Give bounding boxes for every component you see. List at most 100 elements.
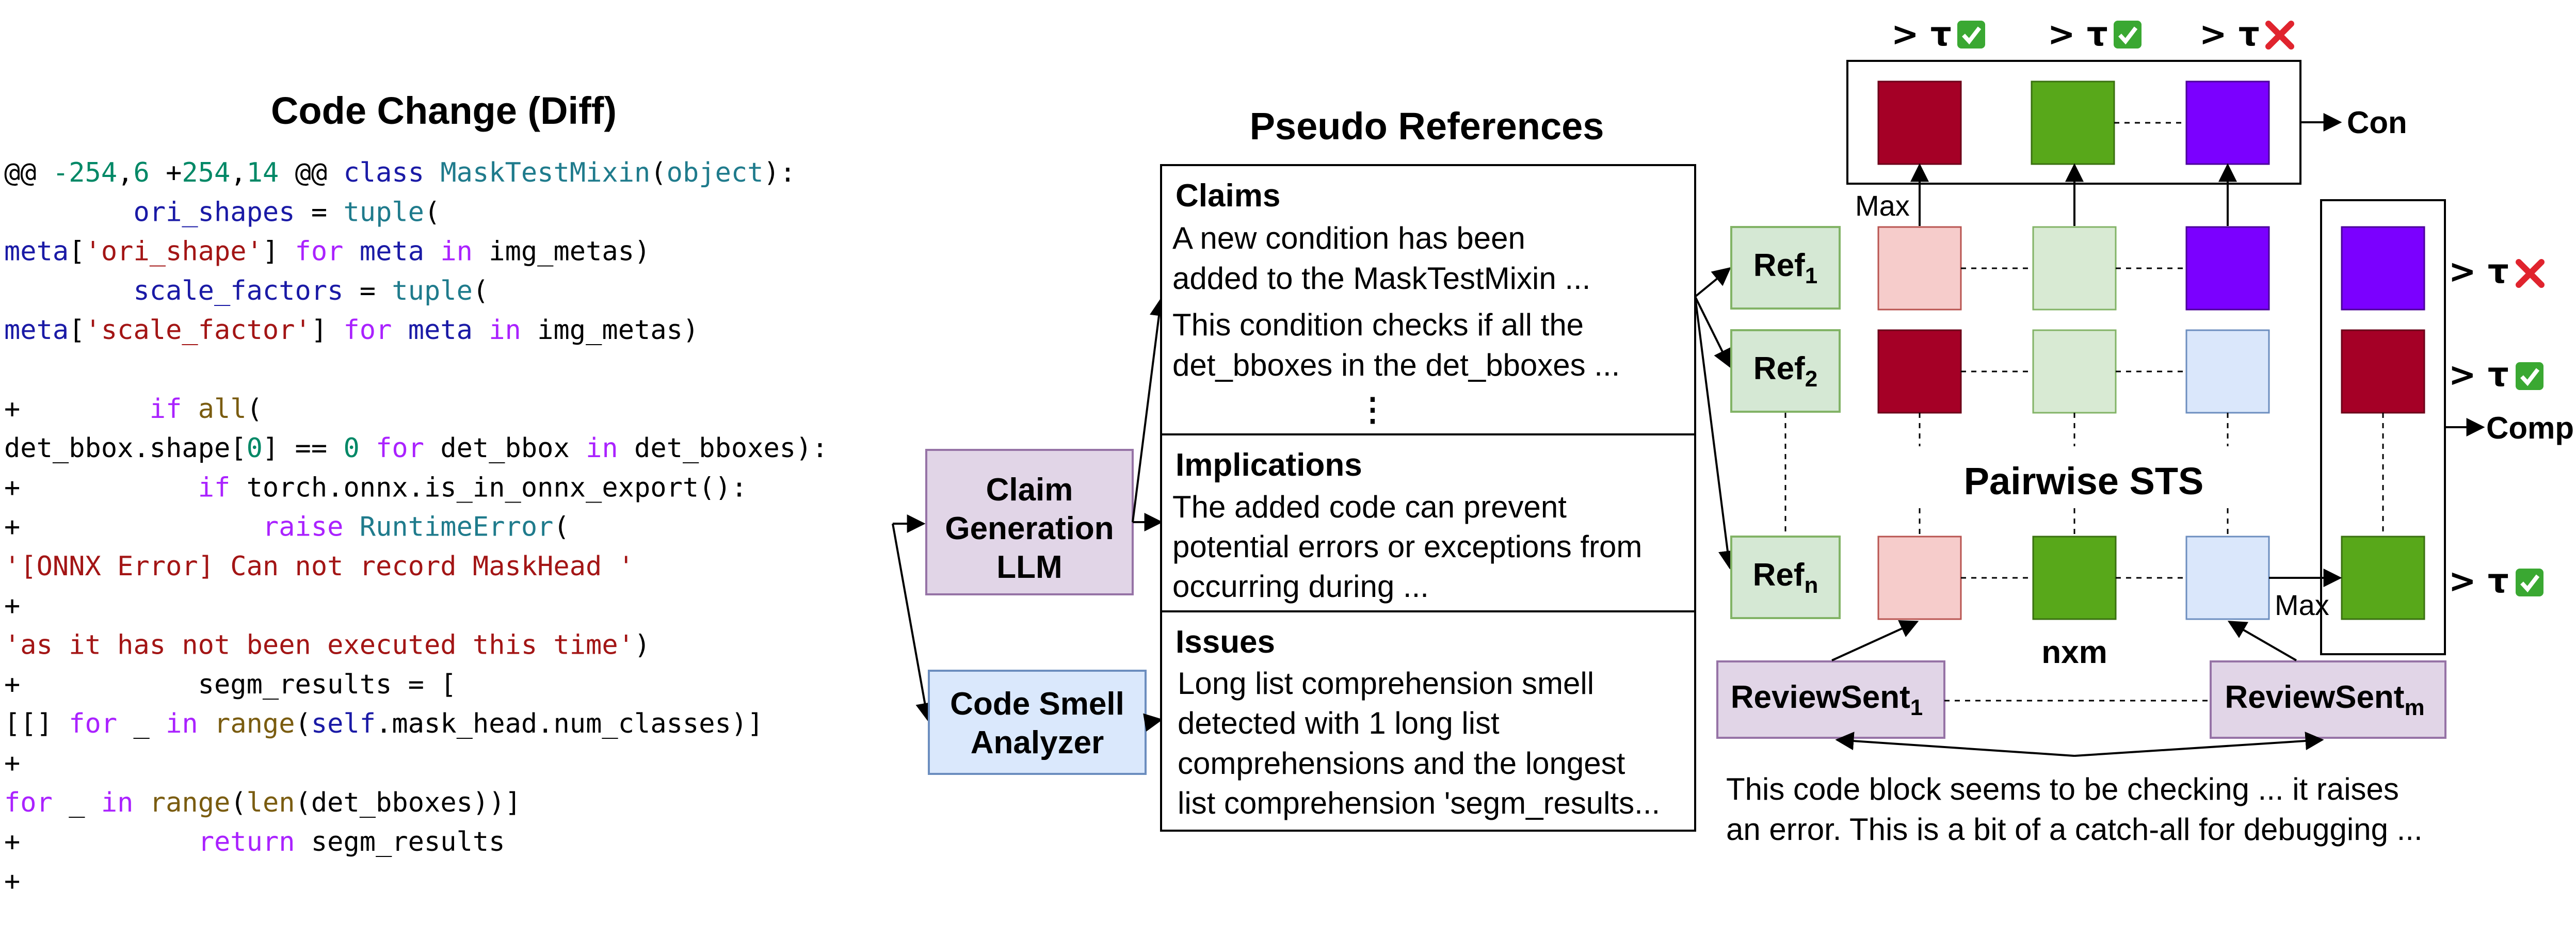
implications-line-3: occurring during ... [1172, 569, 1429, 604]
cross-icon [2265, 21, 2294, 50]
right-tau-2: > τ [2449, 356, 2543, 394]
code-line: det_bbox.shape[0] == 0 for det_bbox in d… [4, 433, 828, 464]
pseudo-references-box [1160, 164, 1696, 832]
claims-line-4: det_bboxes in the det_bboxes ... [1172, 348, 1620, 382]
max-top-label: Max [1855, 189, 1910, 222]
claim-llm-line-3: LLM [996, 549, 1062, 585]
check-icon [2516, 569, 2543, 596]
issues-line-4: list comprehension 'segm_results... [1178, 786, 1660, 820]
refs-to-ref1-arrow [1694, 267, 1731, 298]
code-line: + return segm_results [4, 827, 505, 857]
code-line: meta['ori_shape'] for meta in img_metas) [4, 236, 650, 267]
check-icon [1957, 21, 1985, 48]
pairwise-sts-title: Pairwise STS [1964, 460, 2204, 503]
code-line: for _ in range(len(det_bboxes))] [4, 787, 521, 818]
top-tau-3: > τ [2199, 15, 2294, 54]
code-line: + raise RuntimeError( [4, 512, 570, 543]
comp-label: Comp [2486, 411, 2574, 445]
code-line: + [4, 866, 20, 897]
top-cell-2 [2031, 80, 2115, 165]
llm-to-claims-arrow [1132, 297, 1168, 523]
claims-line-3: This condition checks if all the [1172, 307, 1584, 342]
code-line: + [4, 590, 20, 621]
text-to-review1-arrow [1835, 732, 2075, 757]
code-line: @@ -254,6 +254,14 @@ class MaskTestMixin… [4, 157, 796, 188]
analyzer-line-1: Code Smell [950, 686, 1124, 722]
right-tau-1-text: > τ [2449, 253, 2509, 291]
matrix-dashes [1919, 267, 2229, 579]
cross-icon [2516, 259, 2545, 288]
top-tau-1: > τ [1891, 15, 1985, 54]
matrix-cell-1-2 [2032, 226, 2117, 311]
claims-ellipsis: ⋮ [1357, 392, 1389, 428]
matrix-cell-1-3 [2185, 226, 2270, 311]
top-tau-2: > τ [2048, 15, 2142, 54]
code-line: + segm_results = [ [4, 669, 457, 700]
right-cell-3 [2341, 536, 2425, 620]
check-icon [2516, 362, 2543, 390]
code-diff-block: @@ -254,6 +254,14 @@ class MaskTestMixin… [4, 157, 828, 897]
matrix-cell-2-1 [1877, 329, 1962, 414]
issues-heading: Issues [1176, 624, 1275, 660]
code-line: '[ONNX Error] Can not record MaskHead ' [4, 551, 634, 582]
right-tau-2-text: > τ [2449, 356, 2509, 394]
top-tau-3-text: > τ [2199, 15, 2260, 54]
reviewm-to-matrix-arrow [2227, 621, 2297, 661]
top-tau-1-text: > τ [1891, 15, 1952, 54]
claim-llm-line-2: Generation [945, 511, 1114, 546]
ref-1-box [1730, 226, 1841, 310]
refs-to-ref2-arrow [1694, 296, 1731, 368]
matrix-cell-2-2 [2032, 329, 2117, 414]
claims-line-2: added to the MaskTestMixin ... [1172, 261, 1590, 296]
review-text-line-2: an error. This is a bit of a catch-all f… [1726, 812, 2423, 847]
pseudo-references-title: Pseudo References [1250, 105, 1604, 148]
matrix-dims-label: nxm [2041, 635, 2107, 670]
code-line: scale_factors = tuple( [4, 276, 489, 306]
claims-heading: Claims [1176, 178, 1280, 214]
max-right-label: Max [2275, 589, 2329, 621]
matrix-cell-1-1 [1877, 226, 1962, 311]
ref-n-label: Refn [1753, 557, 1818, 598]
top-cell-3 [2185, 80, 2270, 165]
refs-to-refn-arrow [1694, 296, 1737, 570]
text-to-reviewm-arrow [2074, 732, 2324, 757]
code-panel-title: Code Change (Diff) [271, 89, 617, 132]
claim-generation-llm-box [925, 449, 1134, 595]
check-icon [2114, 21, 2142, 48]
right-cell-1 [2341, 226, 2425, 311]
analyzer-line-2: Analyzer [971, 725, 1104, 760]
review1-to-matrix-arrow [1831, 620, 1919, 661]
review-sent-m-box [2210, 660, 2446, 739]
implications-line-1: The added code can prevent [1172, 490, 1567, 524]
ref-2-label: Ref2 [1753, 351, 1817, 392]
claim-llm-line-1: Claim [986, 472, 1073, 508]
code-line: [[] for _ in range(self.mask_head.num_cl… [4, 708, 763, 739]
issues-line-2: detected with 1 long list [1178, 706, 1500, 740]
review-text-line-1: This code block seems to be checking ...… [1726, 772, 2399, 806]
code-line: meta['scale_factor'] for meta in img_met… [4, 315, 699, 346]
matrix-cell-n-3 [2185, 536, 2270, 620]
issues-line-3: comprehensions and the longest [1178, 746, 1625, 781]
review-sent-1-label: ReviewSent1 [1731, 679, 1923, 720]
top-cell-1 [1877, 80, 1962, 165]
code-line: ori_shapes = tuple( [4, 197, 440, 228]
con-label: Con [2347, 105, 2407, 140]
code-line: + if all( [4, 394, 263, 425]
implications-heading: Implications [1176, 447, 1362, 483]
right-cell-2 [2341, 329, 2425, 414]
issues-line-1: Long list comprehension smell [1178, 666, 1594, 701]
ref-2-box [1730, 329, 1841, 413]
matrix-cell-n-1 [1877, 536, 1962, 620]
right-tau-1: > τ [2449, 253, 2545, 291]
code-smell-analyzer-box [928, 670, 1147, 775]
ref-1-label: Ref1 [1753, 248, 1817, 288]
code-line: + [4, 748, 20, 779]
top-tau-2-text: > τ [2048, 15, 2108, 54]
implications-line-2: potential errors or exceptions from [1172, 529, 1642, 564]
ref-n-box [1730, 536, 1841, 619]
code-to-analyzer-arrow [892, 523, 935, 722]
matrix-cell-n-2 [2032, 536, 2117, 620]
code-line: 'as it has not been executed this time') [4, 630, 650, 661]
